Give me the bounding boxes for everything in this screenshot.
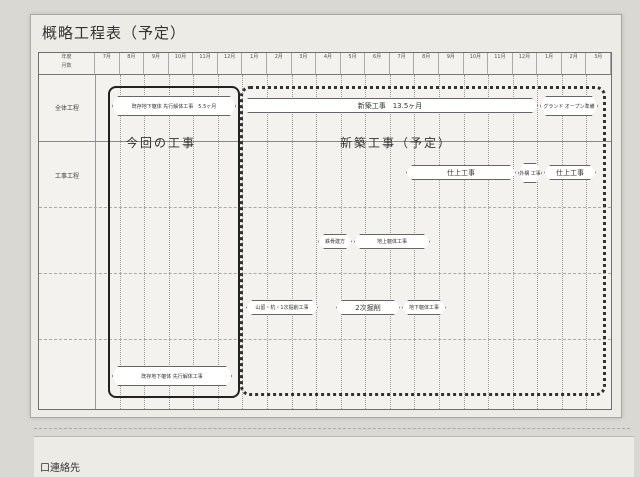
- month-gridline: [537, 75, 539, 409]
- month-header-cell: 7月: [95, 53, 120, 75]
- row-divider: [39, 141, 611, 142]
- month-header-cell: 11月: [488, 53, 513, 75]
- bar-above-ground: 地上躯体工事: [354, 234, 430, 249]
- bar-finishing-2: 仕上工事: [544, 165, 596, 180]
- month-gridline: [193, 75, 195, 409]
- month-header-cell: 4月: [316, 53, 341, 75]
- bar-underground: 地下躯体工事: [402, 300, 446, 315]
- month-gridline: [463, 75, 465, 409]
- bar-demolition-bottom: 既存地下躯体 先行解体工事: [112, 366, 232, 386]
- current-work-label: 今回の工事: [126, 136, 197, 150]
- row-label-construction: 工事工程: [54, 173, 79, 180]
- bar-second-excavation: 2次掘削: [336, 300, 400, 315]
- month-gridline: [291, 75, 293, 409]
- section-divider: [34, 428, 630, 429]
- bar-steel-erection: 鉄骨建方: [318, 234, 352, 249]
- month-header-cell: 12月: [512, 53, 538, 75]
- month-header-cell: 8月: [414, 53, 439, 75]
- page-title: 概略工程表（予定）: [42, 24, 187, 42]
- month-gridline: [267, 75, 268, 409]
- month-header-cell: 3月: [586, 53, 611, 75]
- bar-grand-open: グランド オープン準備: [540, 96, 598, 116]
- month-header-cell: 9月: [439, 53, 464, 75]
- month-gridline: [119, 75, 121, 409]
- bar-excavation: 山留・杭・1次掘削工事: [246, 300, 318, 315]
- month-gridline: [95, 75, 96, 409]
- month-header-cell: 6月: [365, 53, 390, 75]
- month-header-cell: 12月: [217, 53, 243, 75]
- header-corner-top: 年度: [61, 54, 72, 60]
- row-label-overall: 全体工程: [54, 105, 79, 112]
- contact-section: 口連絡先: [34, 436, 634, 477]
- header-corner-bottom: 月数: [61, 63, 72, 69]
- month-gridline: [439, 75, 440, 409]
- month-gridline: [512, 75, 514, 409]
- month-header-cell: 7月: [389, 53, 415, 75]
- month-gridline: [586, 75, 588, 409]
- month-gridline: [217, 75, 219, 409]
- month-header-cell: 3月: [291, 53, 317, 75]
- month-header-cell: 10月: [168, 53, 194, 75]
- bar-demolition-top: 既存地下躯体 先行解体工事 5.5ヶ月: [112, 96, 236, 116]
- new-work-outline: [240, 86, 606, 396]
- contact-label: 口連絡先: [40, 463, 80, 474]
- month-header-cell: 8月: [119, 53, 145, 75]
- bar-finishing: 仕上工事: [406, 165, 516, 180]
- month-header-cell: 9月: [144, 53, 169, 75]
- month-header-cell: 11月: [193, 53, 218, 75]
- month-gridline: [488, 75, 490, 409]
- row-divider: [39, 207, 611, 208]
- month-gridline: [316, 75, 318, 409]
- month-header-cell: 5月: [340, 53, 366, 75]
- month-header-cell: 2月: [267, 53, 292, 75]
- month-gridline: [144, 75, 146, 409]
- month-header-cell: 10月: [463, 53, 489, 75]
- current-work-outline: [108, 86, 240, 398]
- month-header-cell: 1月: [242, 53, 267, 75]
- new-work-label: 新築工事（予定）: [340, 136, 453, 150]
- month-gridline: [561, 75, 563, 409]
- month-gridline: [168, 75, 170, 409]
- row-divider: [39, 273, 611, 274]
- row-divider: [39, 339, 611, 340]
- month-header-cell: 1月: [537, 53, 562, 75]
- bar-exterior: 外構 工事: [518, 163, 542, 183]
- header-corner: 年度 月数: [39, 53, 95, 75]
- bar-new-building: 新築工事 13.5ヶ月: [242, 98, 538, 113]
- month-header-cell: 2月: [561, 53, 587, 75]
